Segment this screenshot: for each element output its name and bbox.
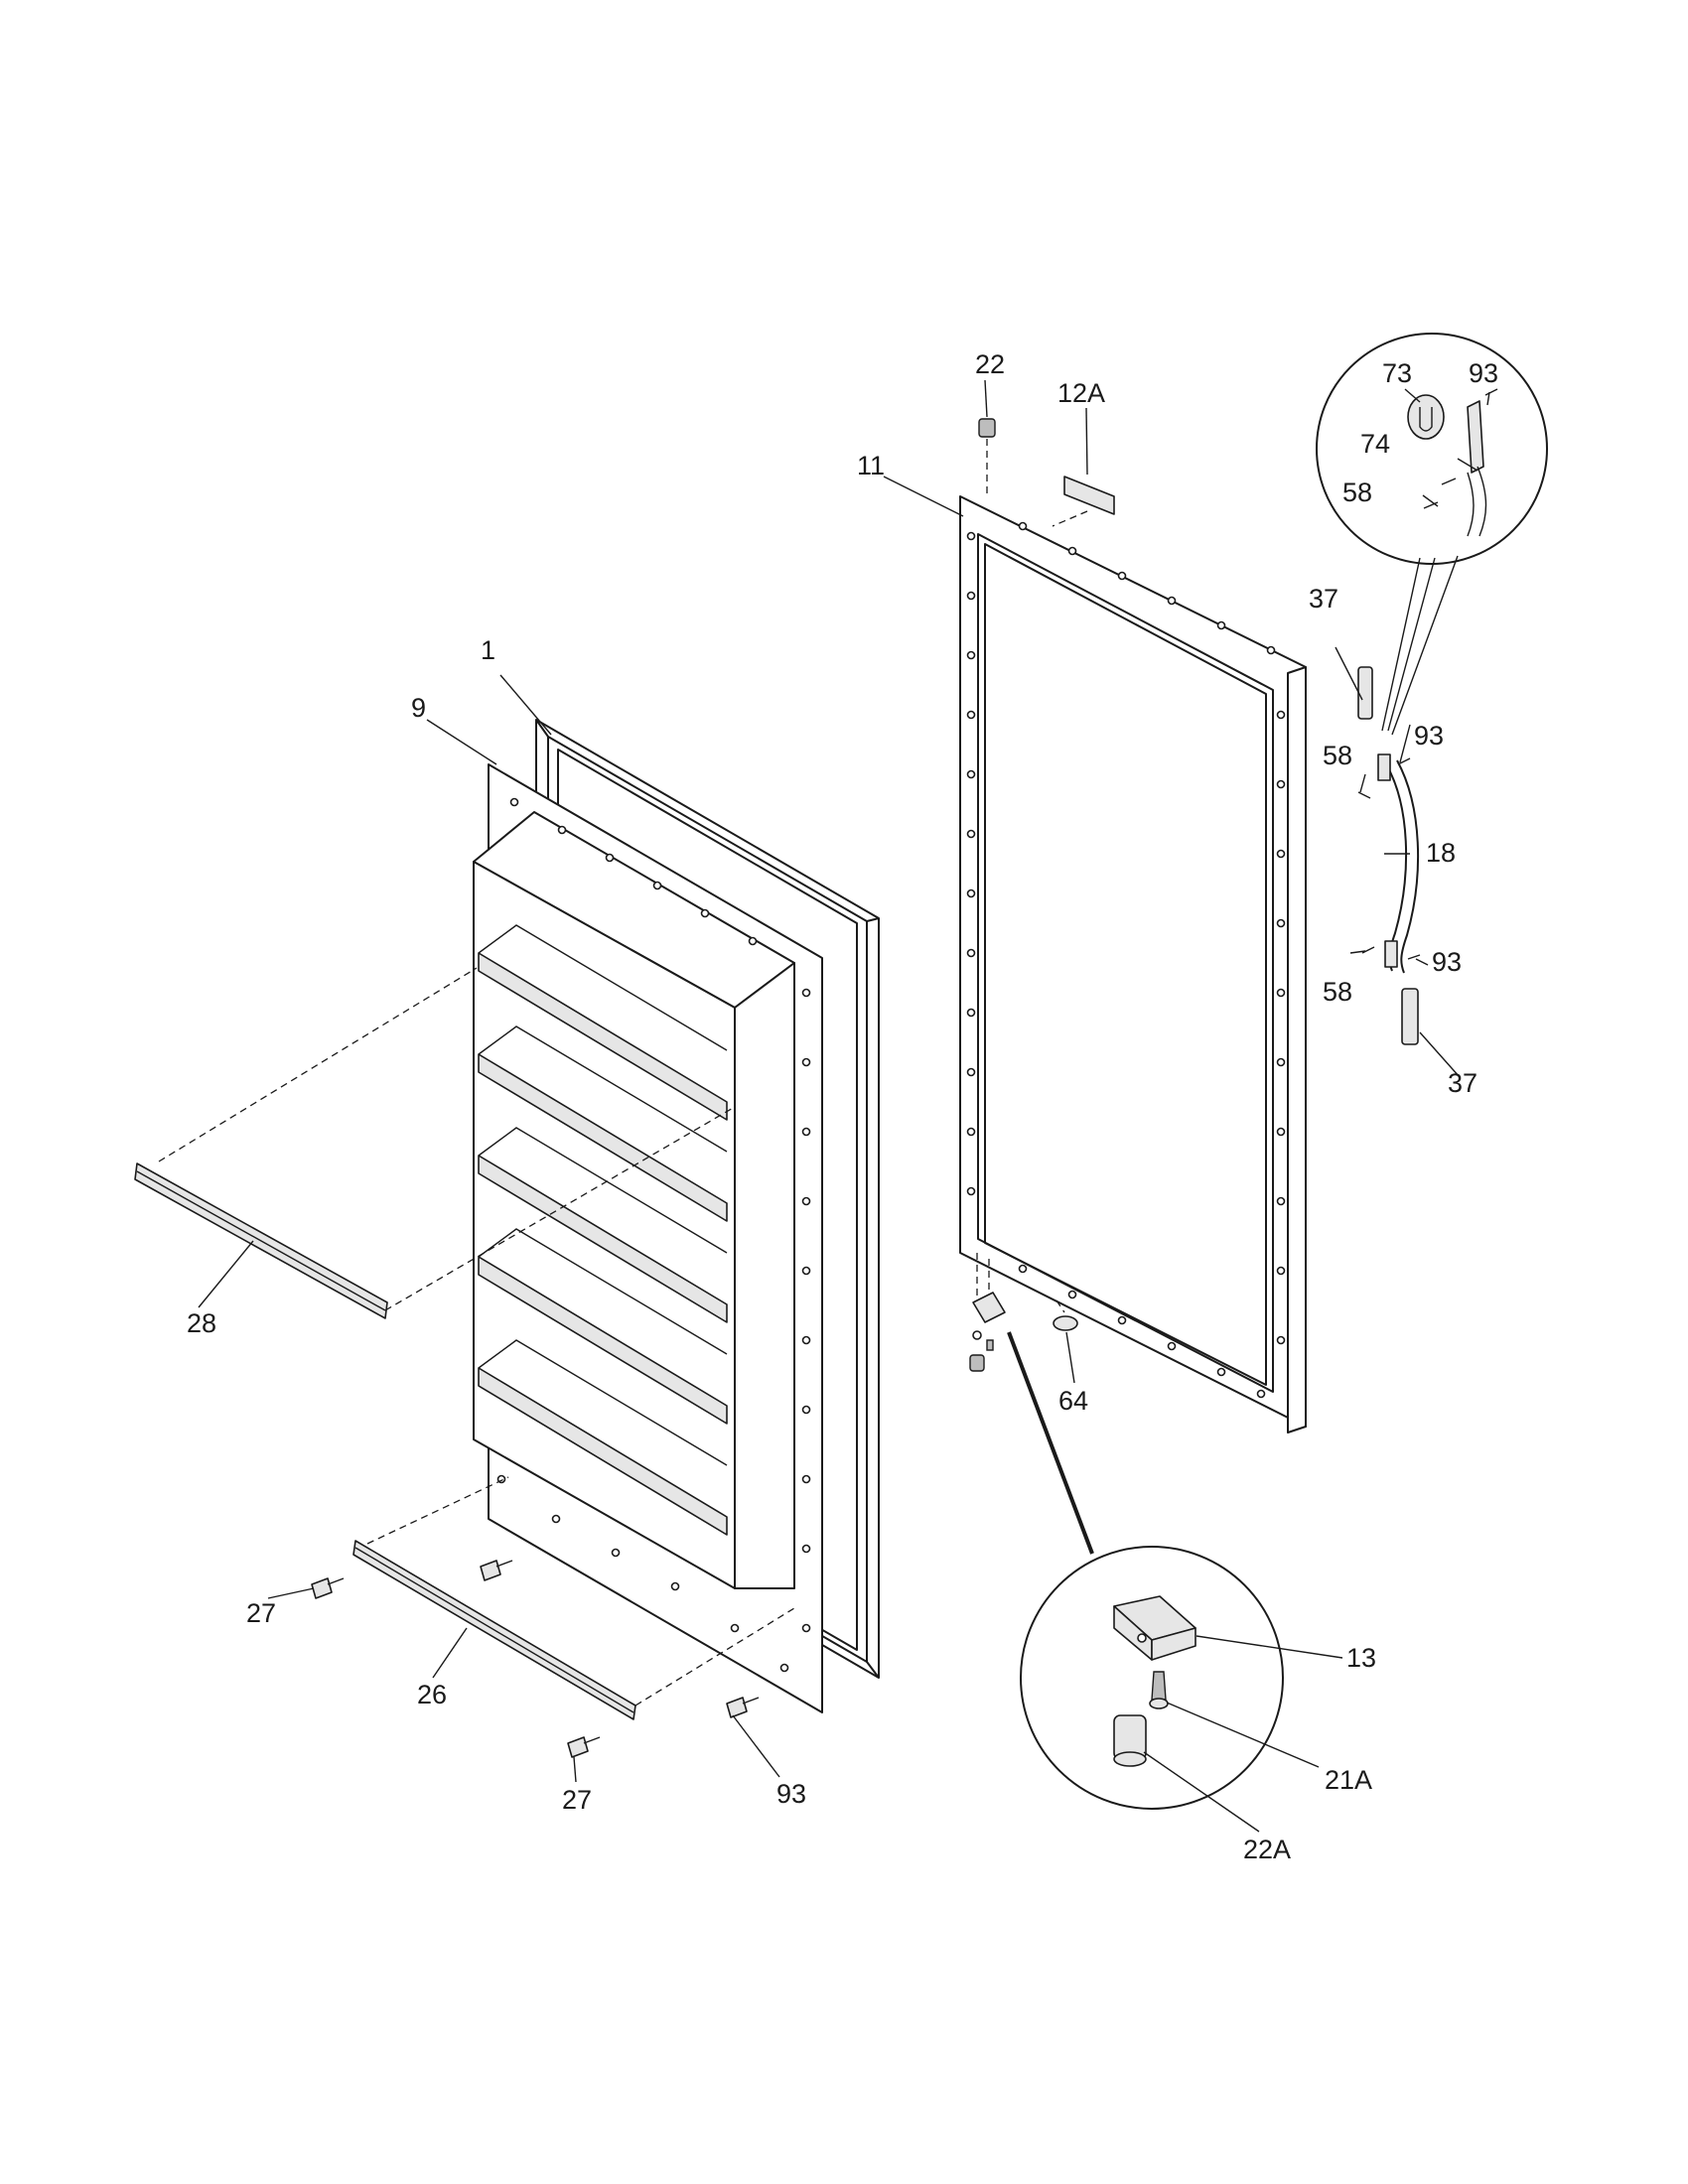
- callout-18: 18: [1426, 838, 1456, 868]
- bottom-rail-26: [352, 1540, 636, 1720]
- callout-58-lower: 58: [1323, 977, 1352, 1007]
- callout-26: 26: [417, 1680, 447, 1709]
- callout-1: 1: [481, 635, 495, 665]
- callout-12a: 12A: [1057, 378, 1105, 408]
- door-liner: [473, 763, 823, 1713]
- liner-holes: [496, 797, 811, 1673]
- callout-9: 9: [411, 693, 426, 723]
- detail-circle-hinge: [1316, 333, 1548, 565]
- callout-13: 13: [1346, 1643, 1376, 1673]
- callout-37-bottom: 37: [1448, 1068, 1477, 1098]
- callout-labels: 1 9 11 12A 22 73 93 74 58 37 93 58 18 93…: [187, 349, 1498, 1864]
- callout-21a: 21A: [1325, 1765, 1372, 1795]
- callout-37-top: 37: [1309, 584, 1338, 614]
- push-pin-27b: [567, 1736, 601, 1758]
- callout-27-left: 27: [246, 1598, 276, 1628]
- bottom-hinge-small: [969, 1253, 1065, 1372]
- callout-58-detail: 58: [1342, 478, 1372, 507]
- callout-93-lower: 93: [1432, 947, 1462, 977]
- callout-64: 64: [1058, 1386, 1088, 1416]
- callout-22: 22: [975, 349, 1005, 379]
- detail-pointer-bottom: [1007, 1331, 1094, 1555]
- push-pin-93-liner: [480, 1560, 760, 1718]
- callout-93-upper: 93: [1414, 721, 1444, 751]
- clip-64: [1053, 1315, 1078, 1331]
- liner-shelves: [478, 924, 728, 1536]
- callout-93-liner: 93: [776, 1779, 806, 1809]
- callout-28: 28: [187, 1308, 216, 1338]
- callout-73: 73: [1382, 358, 1412, 388]
- callout-27-bottom: 27: [562, 1785, 592, 1815]
- handle-assembly: [1357, 555, 1459, 1045]
- push-pin-27: [311, 1577, 345, 1599]
- callout-93-detail: 93: [1469, 358, 1498, 388]
- callout-58-upper: 58: [1323, 741, 1352, 770]
- detail-circle-bottom-hinge: [1020, 1546, 1284, 1810]
- top-plug-22: [978, 418, 996, 496]
- shelf-rail-28: [134, 1162, 388, 1319]
- callout-22a: 22A: [1243, 1835, 1291, 1864]
- callout-74: 74: [1360, 429, 1390, 459]
- label-12a: [1052, 476, 1115, 527]
- callout-11: 11: [857, 451, 885, 480]
- door-panel: [959, 495, 1307, 1433]
- assembly-lines: [158, 967, 795, 1706]
- leader-lines: [198, 379, 1490, 1833]
- panel-holes: [966, 521, 1286, 1399]
